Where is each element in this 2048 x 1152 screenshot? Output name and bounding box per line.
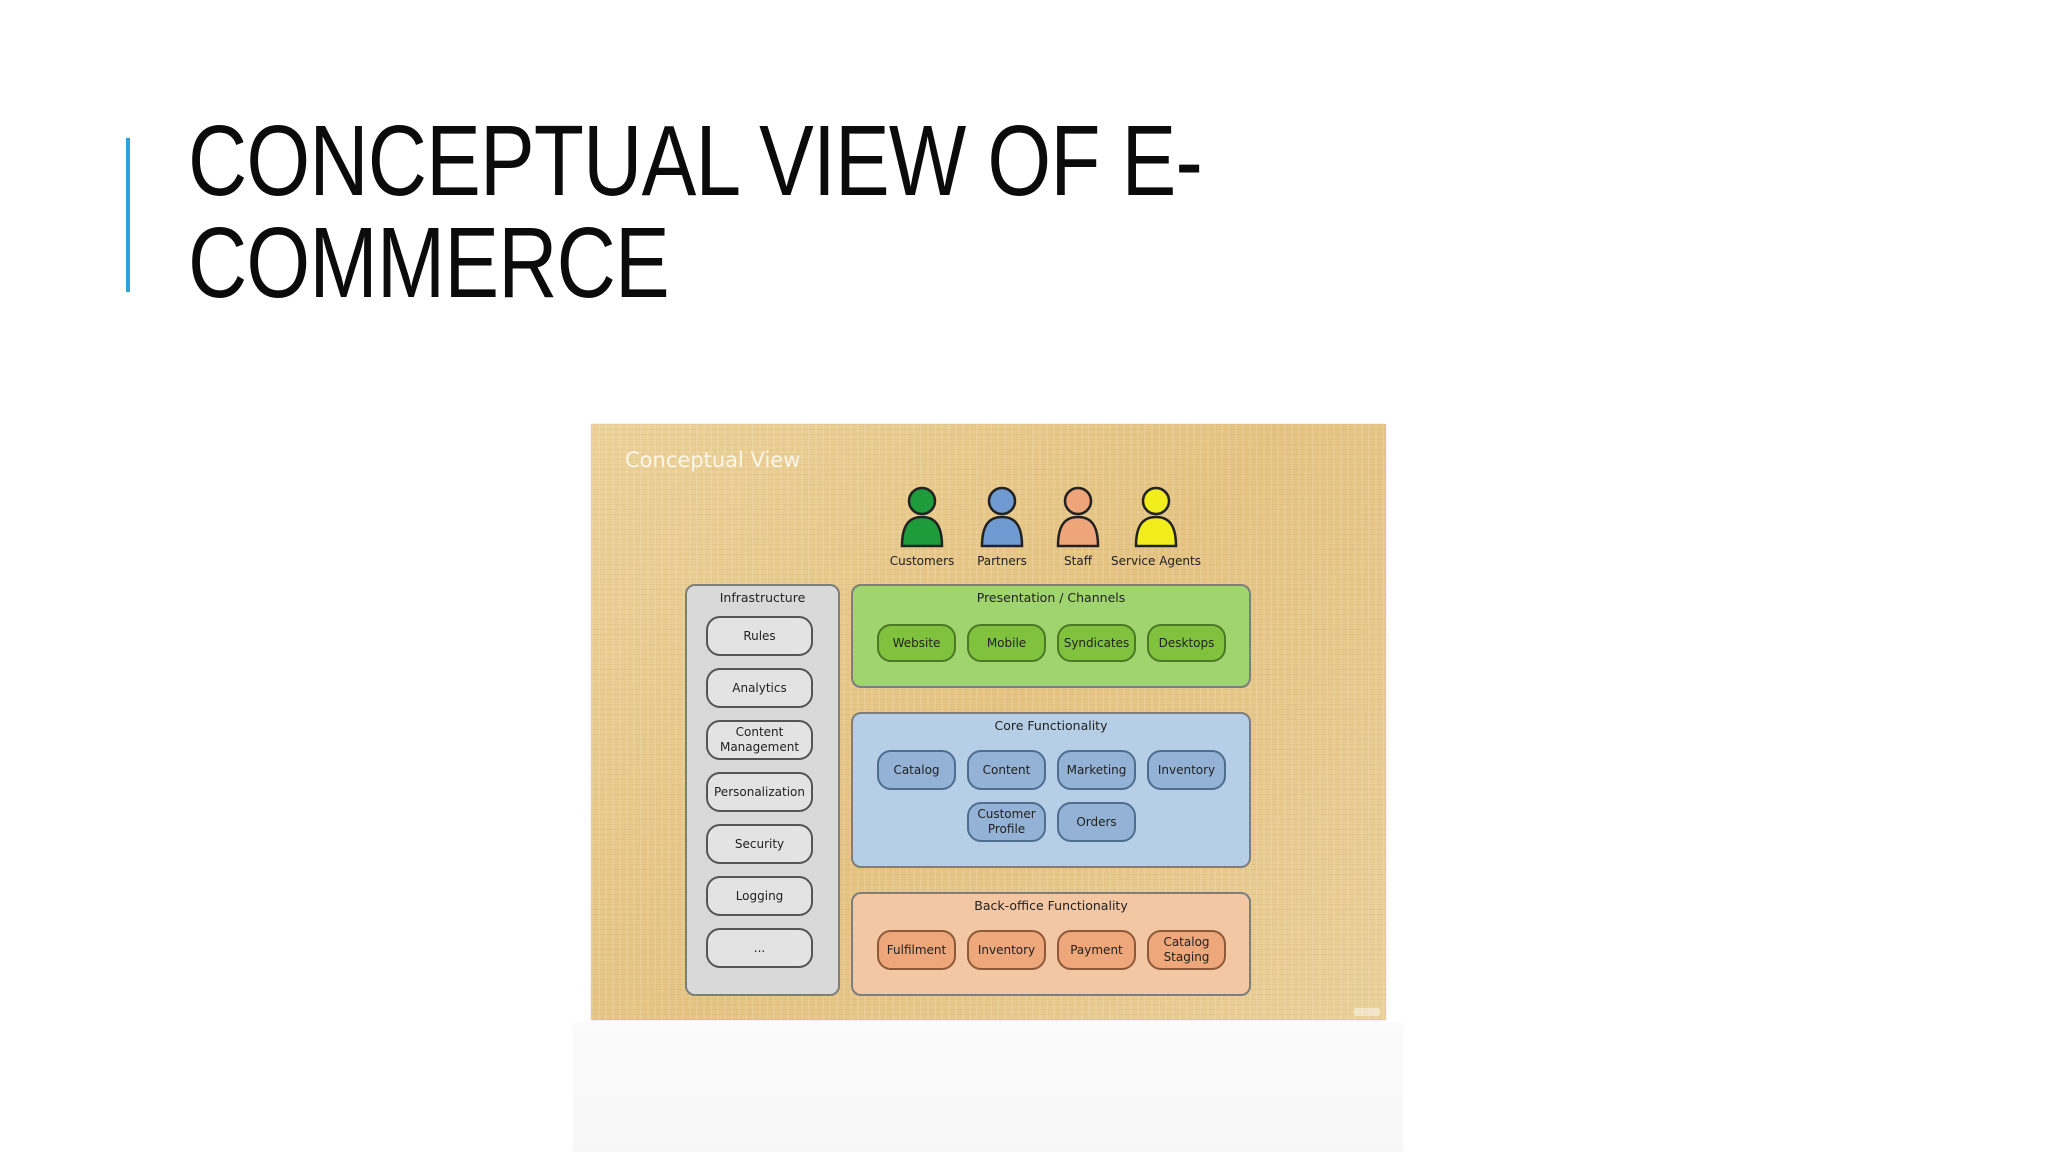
core-item-orders: Orders [1057, 802, 1136, 842]
channel-desktops: Desktops [1147, 624, 1226, 662]
panel-title: Presentation / Channels [976, 590, 1126, 605]
infra-item-more: ... [706, 928, 813, 968]
persona-label: Partners [977, 554, 1027, 568]
watermark [1354, 1008, 1380, 1016]
core-item-catalog: Catalog [877, 750, 956, 790]
persona-customers: Customers [867, 484, 977, 568]
persona-label: Staff [1064, 554, 1092, 568]
infrastructure-panel: Infrastructure Rules Analytics Content M… [685, 584, 840, 996]
core-item-customer-profile: Customer Profile [967, 802, 1046, 842]
person-icon [1134, 486, 1178, 548]
slide-title: CONCEPTUAL VIEW OF E- COMMERCE [188, 110, 1336, 314]
persona-service-agents: Service Agents [1101, 484, 1211, 568]
backoffice-item-inventory: Inventory [967, 930, 1046, 970]
channel-syndicates: Syndicates [1057, 624, 1136, 662]
infra-item-content-management: Content Management [706, 720, 813, 760]
person-icon [900, 486, 944, 548]
slide-title-line-2: COMMERCE [188, 207, 670, 319]
panel-title: Back-office Functionality [974, 898, 1128, 913]
persona-staff: Staff [1023, 484, 1133, 568]
diagram-title: Conceptual View [625, 448, 801, 472]
infra-item-rules: Rules [706, 616, 813, 656]
panel-title: Infrastructure [719, 590, 806, 605]
person-icon [1056, 486, 1100, 548]
conceptual-view-diagram: Conceptual View Customers Partners Staff… [591, 424, 1386, 1020]
persona-label: Service Agents [1111, 554, 1201, 568]
channel-website: Website [877, 624, 956, 662]
title-accent-bar [126, 138, 130, 292]
core-item-marketing: Marketing [1057, 750, 1136, 790]
backoffice-item-fulfilment: Fulfilment [877, 930, 956, 970]
core-functionality-panel: Core Functionality Catalog Content Marke… [851, 712, 1251, 868]
core-item-inventory: Inventory [1147, 750, 1226, 790]
panel-title: Core Functionality [994, 718, 1108, 733]
presentation-channels-panel: Presentation / Channels Website Mobile S… [851, 584, 1251, 688]
persona-label: Customers [889, 554, 955, 568]
person-icon [980, 486, 1024, 548]
backoffice-item-catalog-staging: Catalog Staging [1147, 930, 1226, 970]
image-shadow [573, 1022, 1403, 1152]
slide-title-line-1: CONCEPTUAL VIEW OF E- [188, 105, 1203, 217]
infra-item-logging: Logging [706, 876, 813, 916]
infra-item-personalization: Personalization [706, 772, 813, 812]
infra-item-security: Security [706, 824, 813, 864]
channel-mobile: Mobile [967, 624, 1046, 662]
backoffice-item-payment: Payment [1057, 930, 1136, 970]
persona-partners: Partners [947, 484, 1057, 568]
back-office-functionality-panel: Back-office Functionality Fulfilment Inv… [851, 892, 1251, 996]
infra-item-analytics: Analytics [706, 668, 813, 708]
core-item-content: Content [967, 750, 1046, 790]
